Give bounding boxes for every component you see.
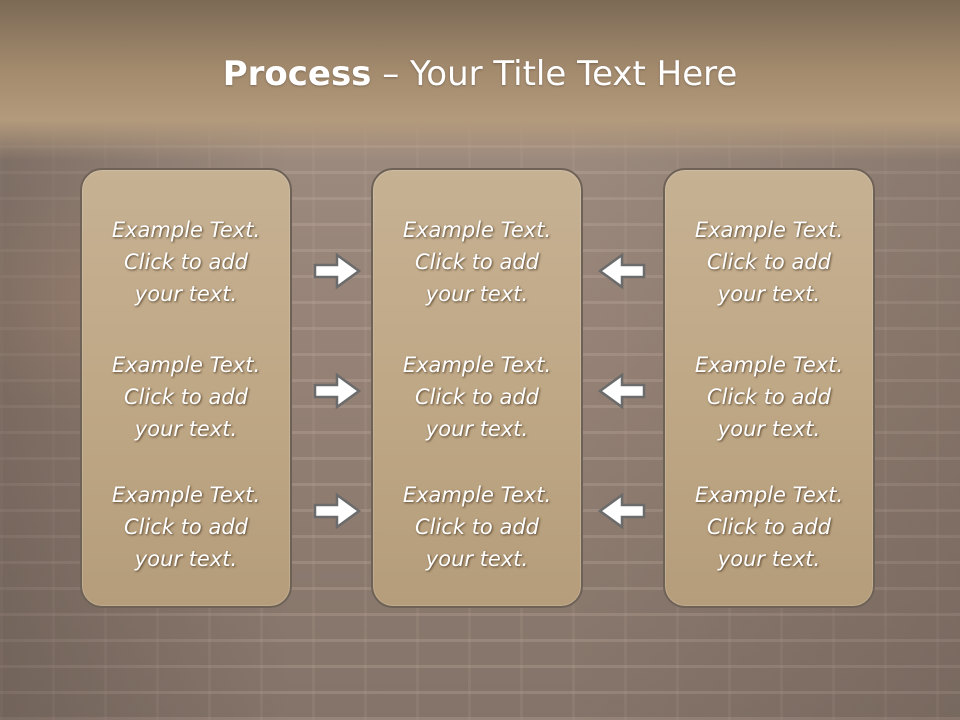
text-line: your text. [134,547,238,571]
text-line: Click to add [414,250,539,274]
text-line: Example Text. [694,353,844,377]
process-box-left[interactable]: Example Text. Click to add your text. Ex… [80,168,292,608]
text-placeholder[interactable]: Example Text. Click to add your text. [82,479,290,575]
text-line: Example Text. [694,483,844,507]
text-line: your text. [134,417,238,441]
text-placeholder[interactable]: Example Text. Click to add your text. [665,214,873,310]
title-rest-text: – Your Title Text Here [371,54,738,94]
left-arrow-icon[interactable] [598,371,646,411]
left-arrow-icon[interactable] [598,491,646,531]
text-line: Click to add [706,250,831,274]
text-line: your text. [134,282,238,306]
right-arrow-icon[interactable] [313,491,361,531]
text-line: Example Text. [111,483,261,507]
title-banner: Process – Your Title Text Here [0,0,960,160]
text-line: Example Text. [402,218,552,242]
text-placeholder[interactable]: Example Text. Click to add your text. [665,349,873,445]
text-line: Click to add [706,515,831,539]
text-line: Click to add [414,515,539,539]
process-box-right[interactable]: Example Text. Click to add your text. Ex… [663,168,875,608]
text-placeholder[interactable]: Example Text. Click to add your text. [373,349,581,445]
text-line: Example Text. [694,218,844,242]
text-line: Example Text. [111,353,261,377]
text-line: Click to add [123,515,248,539]
text-line: Click to add [414,385,539,409]
text-line: your text. [425,547,529,571]
text-placeholder[interactable]: Example Text. Click to add your text. [665,479,873,575]
text-placeholder[interactable]: Example Text. Click to add your text. [82,214,290,310]
text-placeholder[interactable]: Example Text. Click to add your text. [82,349,290,445]
slide-title[interactable]: Process – Your Title Text Here [0,52,960,96]
text-placeholder[interactable]: Example Text. Click to add your text. [373,479,581,575]
text-line: your text. [425,282,529,306]
text-line: your text. [425,417,529,441]
text-line: Example Text. [111,218,261,242]
left-arrow-icon[interactable] [598,251,646,291]
text-line: Click to add [706,385,831,409]
text-line: your text. [717,417,821,441]
text-line: your text. [717,547,821,571]
title-bold-text: Process [222,54,372,94]
text-line: Example Text. [402,353,552,377]
text-line: your text. [717,282,821,306]
text-line: Click to add [123,250,248,274]
right-arrow-icon[interactable] [313,251,361,291]
right-arrow-icon[interactable] [313,371,361,411]
text-line: Example Text. [402,483,552,507]
text-line: Click to add [123,385,248,409]
text-placeholder[interactable]: Example Text. Click to add your text. [373,214,581,310]
process-box-center[interactable]: Example Text. Click to add your text. Ex… [371,168,583,608]
